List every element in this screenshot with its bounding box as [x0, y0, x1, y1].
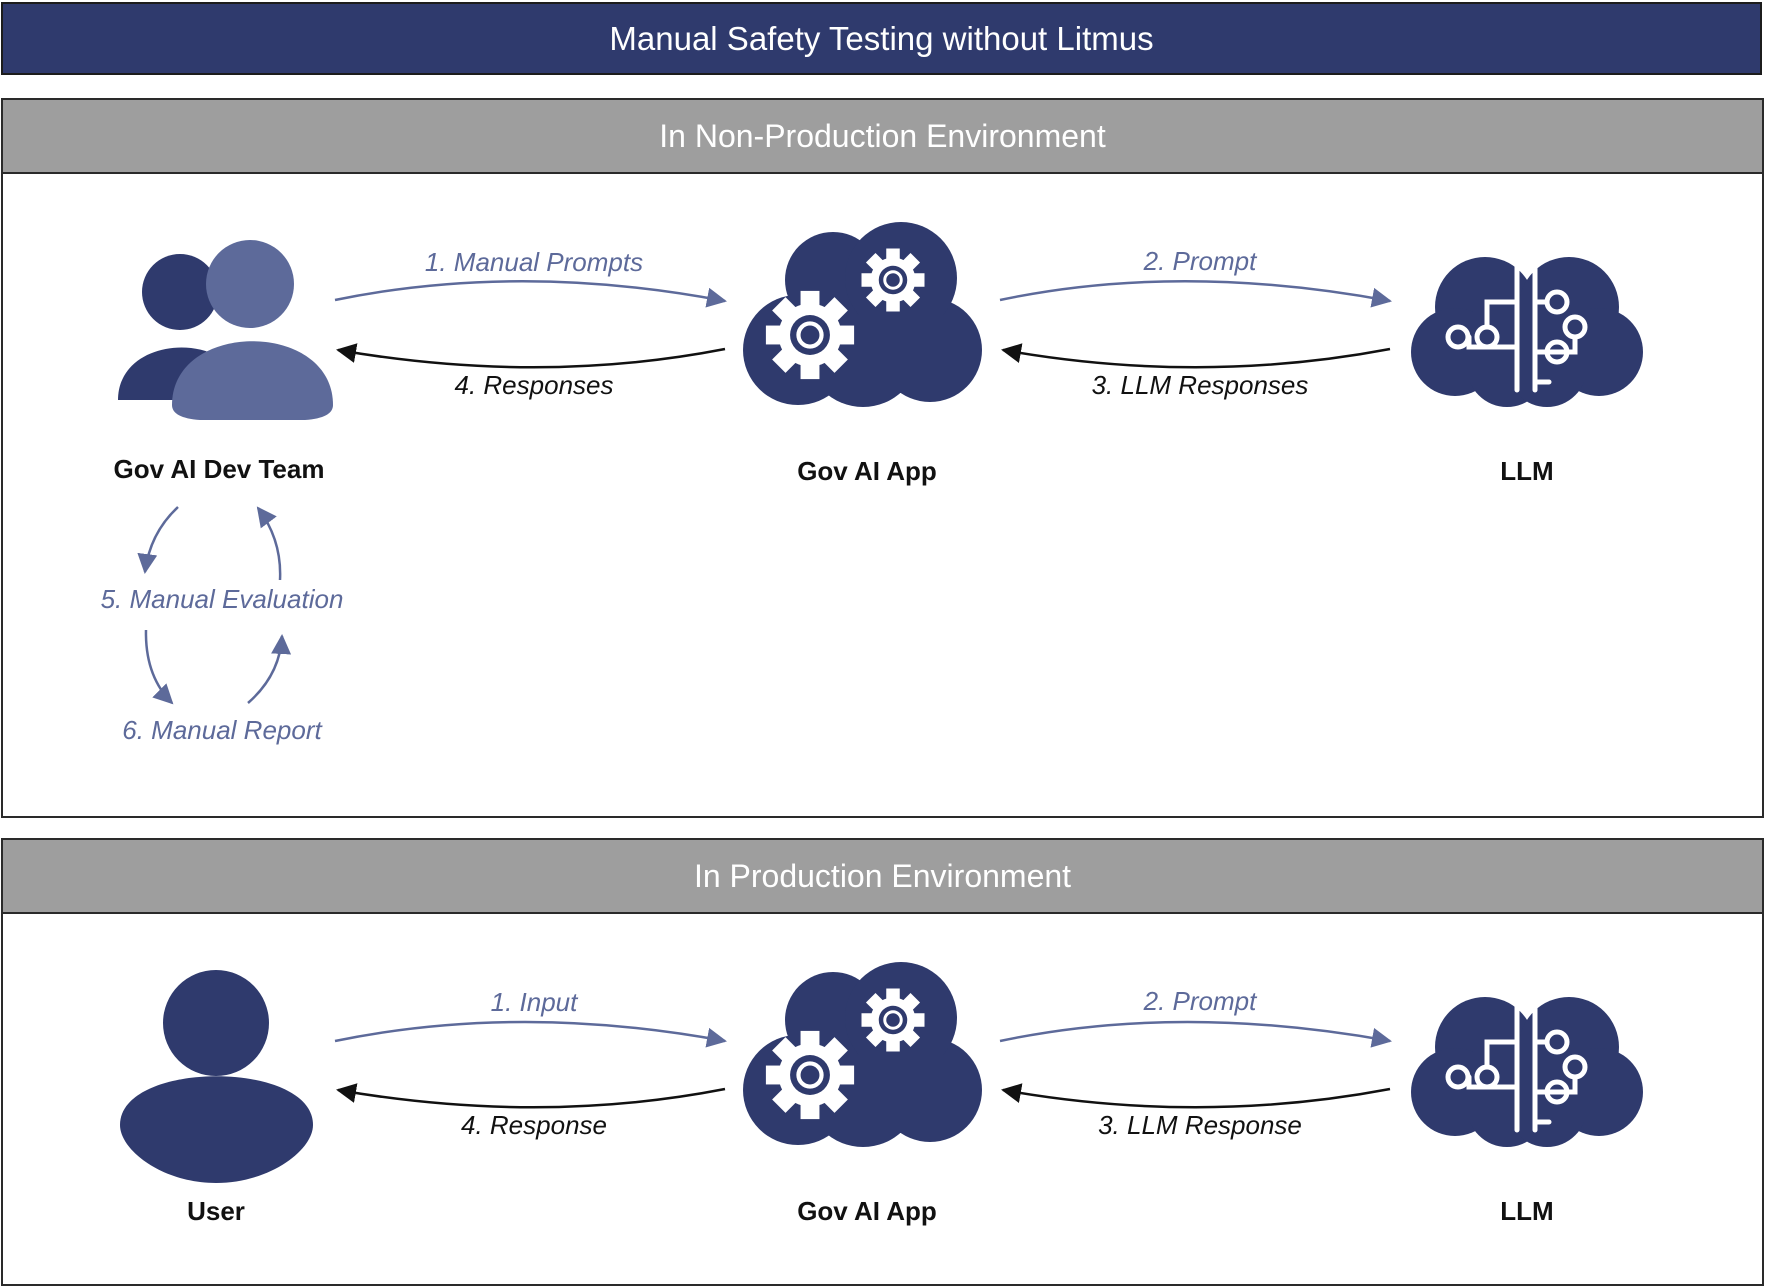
gov-ai-app-icon: [743, 222, 982, 407]
user-icon: [120, 970, 313, 1183]
llm-label: LLM: [1500, 456, 1553, 486]
edge-responses-arrow: [336, 343, 726, 369]
edge-prompt-arrow: [999, 280, 1392, 308]
edge-prompt-label-prod: 2. Prompt: [1143, 986, 1258, 1016]
dev-team-icon: [118, 240, 333, 420]
manual-evaluation-label: 5. Manual Evaluation: [101, 584, 344, 614]
edge-input-arrow: [334, 1020, 727, 1048]
llm-label-prod: LLM: [1500, 1196, 1553, 1226]
edge-llm-response-label: 3. LLM Response: [1098, 1110, 1302, 1140]
edge-manual-prompts-arrow: [334, 280, 727, 308]
edge-llm-responses-arrow: [1001, 343, 1391, 369]
non-production-section: In Non-Production Environment: [1, 98, 1764, 818]
edge-response-arrow: [336, 1083, 726, 1109]
dev-team-label: Gov AI Dev Team: [114, 454, 325, 484]
gov-ai-app-label-prod: Gov AI App: [797, 1196, 937, 1226]
manual-report-label: 6. Manual Report: [122, 715, 323, 745]
edge-responses-label: 4. Responses: [455, 370, 614, 400]
edge-llm-response-arrow: [1001, 1083, 1391, 1109]
edge-prompt-arrow-prod: [999, 1020, 1392, 1048]
loop-arrow-up-2: [247, 634, 292, 704]
edge-prompt-label: 2. Prompt: [1143, 246, 1258, 276]
gov-ai-app-icon-prod: [743, 962, 982, 1147]
edge-response-label: 4. Response: [461, 1110, 607, 1140]
loop-arrow-down-1: [137, 506, 179, 574]
llm-brain-icon-prod: [1411, 997, 1643, 1147]
gov-ai-app-label: Gov AI App: [797, 456, 937, 486]
non-production-header: In Non-Production Environment: [3, 100, 1762, 174]
user-label: User: [187, 1196, 245, 1226]
loop-arrow-up-1: [256, 506, 282, 581]
production-header: In Production Environment: [3, 840, 1762, 914]
edge-input-label: 1. Input: [491, 987, 580, 1017]
llm-brain-icon: [1411, 257, 1643, 407]
diagram-title: Manual Safety Testing without Litmus: [1, 2, 1762, 75]
loop-arrow-down-2: [144, 629, 174, 705]
edge-llm-responses-label: 3. LLM Responses: [1092, 370, 1309, 400]
edge-manual-prompts-label: 1. Manual Prompts: [425, 247, 643, 277]
